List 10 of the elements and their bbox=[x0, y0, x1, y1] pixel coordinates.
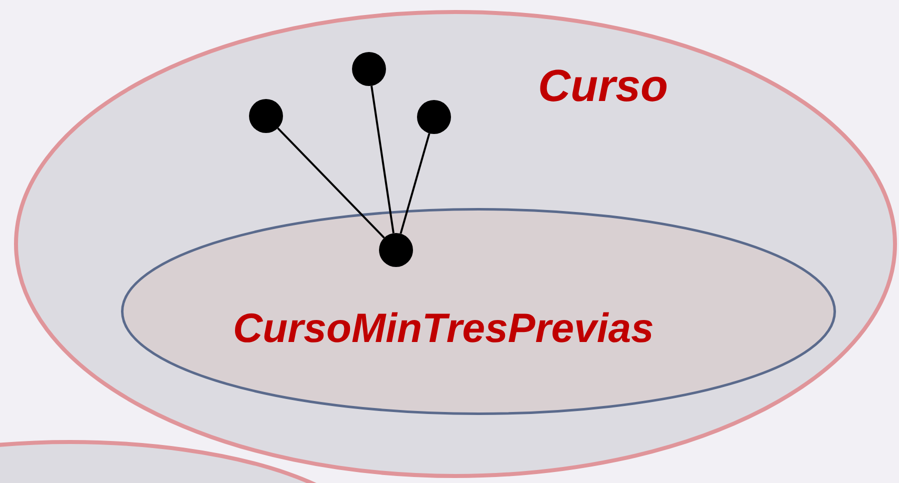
dot bbox=[352, 52, 386, 86]
dot bbox=[249, 99, 283, 133]
dot bbox=[417, 100, 451, 134]
set-label: Curso bbox=[538, 59, 668, 113]
connector-line bbox=[370, 86, 394, 234]
connector-line bbox=[277, 128, 385, 238]
dot bbox=[379, 233, 413, 267]
set-ellipse bbox=[121, 208, 836, 415]
connector-line bbox=[400, 133, 430, 234]
set-label: CursoMinTresPrevias bbox=[233, 304, 654, 353]
